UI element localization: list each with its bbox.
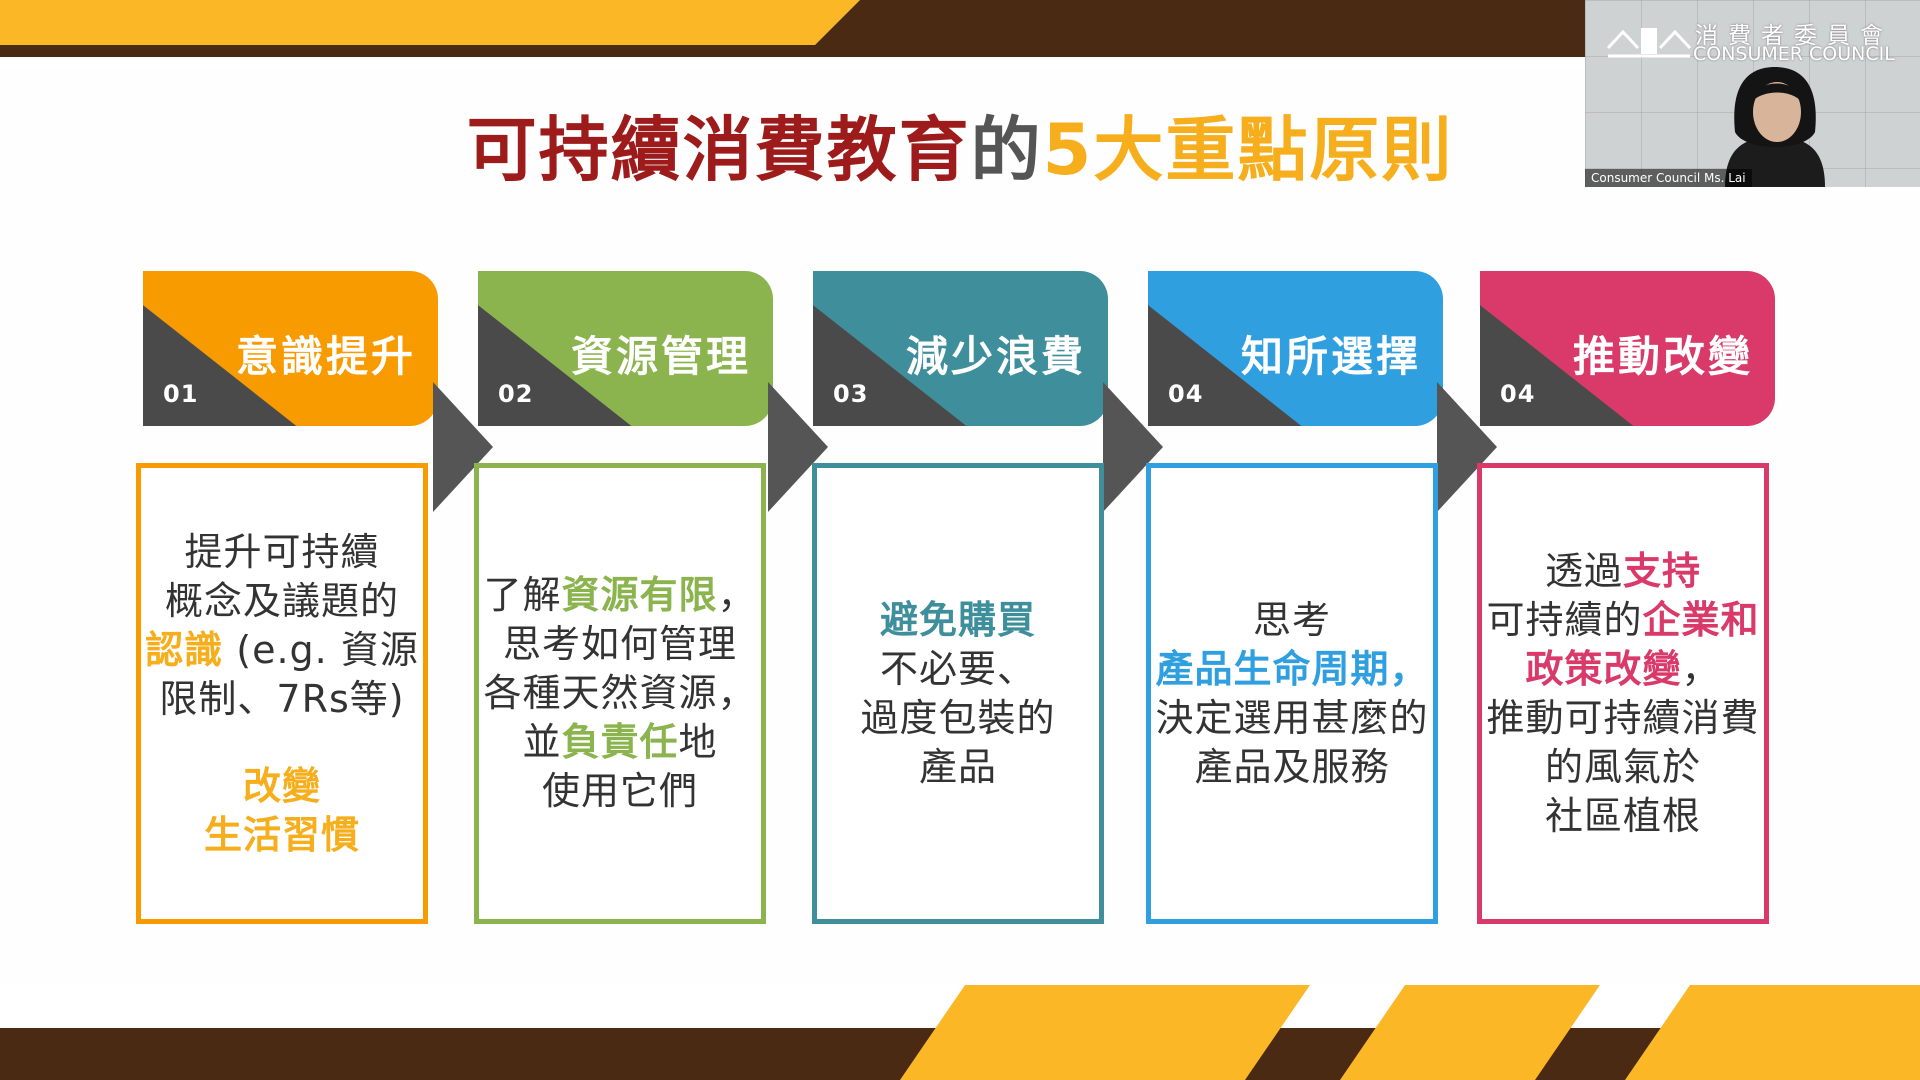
webcam-feed: 消費者委員會 CONSUMER COUNCIL Consumer Council… — [1585, 0, 1920, 187]
step-text-line: 改變 — [243, 762, 321, 811]
step-text-line: 產品 — [919, 743, 997, 792]
step-text-line: 社區植根 — [1545, 792, 1701, 841]
step-text-line: 避免購買 — [880, 596, 1036, 645]
highlight-text: 政策改變 — [1525, 646, 1682, 691]
step-text-line: 產品及服務 — [1194, 743, 1389, 792]
step-text-line: 過度包裝的 — [860, 694, 1055, 743]
step-number-2: 02 — [498, 380, 534, 408]
body-text: (e.g. 資源 — [223, 627, 419, 672]
step-text-line: 提升可持續 — [184, 528, 379, 577]
body-text: 產品 — [918, 744, 997, 789]
step-text-line: 思考如何管理 — [503, 620, 737, 669]
body-text: 思考 — [1252, 597, 1331, 642]
body-text: 決定選用甚麼的 — [1155, 695, 1429, 740]
step-label-4: 知所選擇 — [1240, 332, 1421, 381]
body-text: 透過 — [1544, 548, 1623, 593]
consumer-council-emblem-icon — [1606, 28, 1692, 58]
body-text: 了解 — [483, 573, 562, 617]
webcam-logo-chinese: 消費者委員會 — [1695, 23, 1893, 49]
step-label-3: 減少浪費 — [905, 332, 1086, 381]
step-box-4: 思考產品生命周期，決定選用甚麼的產品及服務 — [1146, 463, 1438, 924]
highlight-text: 改變 — [242, 763, 321, 808]
body-text: 地 — [678, 720, 718, 764]
body-text: 可持續的 — [1486, 597, 1643, 642]
step-text-line: 決定選用甚麼的 — [1155, 694, 1428, 743]
highlight-text: 負責任 — [561, 720, 679, 764]
body-text: 產品及服務 — [1194, 744, 1390, 789]
step-label-5: 推動改變 — [1572, 332, 1753, 381]
body-text: 提升可持續 — [184, 529, 380, 574]
highlight-text: 認識 — [145, 627, 224, 672]
step-text-line: 的風氣於 — [1545, 743, 1701, 792]
step-box-5: 透過支持可持續的企業和政策改變，推動可持續消費的風氣於社區植根 — [1477, 463, 1769, 924]
webcam-logo-english: CONSUMER COUNCIL — [1693, 43, 1895, 65]
step-label-2: 資源管理 — [570, 332, 751, 381]
step-header-3: 減少浪費 03 — [813, 271, 1108, 426]
step-text-line: 限制、7Rs等) — [159, 675, 404, 724]
step-text-line: 推動可持續消費 — [1486, 694, 1759, 743]
highlight-text: 生活習慣 — [203, 812, 360, 857]
step-text-line: 使用它們 — [542, 767, 698, 816]
step-box-3: 避免購買不必要、過度包裝的產品 — [812, 463, 1104, 924]
step-header-4: 知所選擇 04 — [1148, 271, 1443, 426]
step-header-2: 資源管理 02 — [478, 271, 773, 426]
step-text-line: 各種天然資源， — [483, 669, 756, 718]
step-text-line: 產品生命周期， — [1155, 645, 1428, 694]
step-text-line: 概念及議題的 — [165, 577, 399, 626]
step-header-1: 意識提升 01 — [143, 271, 438, 426]
step-box-1: 提升可持續概念及議題的認識 (e.g. 資源限制、7Rs等) 改變生活習慣 — [136, 463, 428, 924]
step-text-line: 並負責任地 — [522, 718, 717, 767]
step-text-line: 政策改變， — [1525, 645, 1720, 694]
body-text: ， — [1681, 646, 1721, 691]
highlight-text: 支持 — [1623, 548, 1702, 593]
step-number-5: 04 — [1500, 380, 1536, 408]
step-text-line: 生活習慣 — [204, 811, 360, 860]
step-number-4: 04 — [1168, 380, 1204, 408]
highlight-text: 企業和 — [1642, 597, 1760, 642]
title-part-highlight: 5大重點原則 — [1042, 109, 1454, 191]
body-text: 概念及議題的 — [164, 578, 399, 623]
title-part-main: 可持續消費教育 — [466, 109, 971, 191]
body-text: 社區植根 — [1544, 793, 1701, 838]
slide-title: 可持續消費教育的5大重點原則 — [0, 105, 1920, 195]
highlight-text: 資源有限 — [561, 573, 718, 617]
body-text: 各種天然資源， — [483, 671, 757, 715]
step-number-1: 01 — [163, 380, 199, 408]
step-text-line: 認識 (e.g. 資源 — [145, 626, 419, 675]
step-text-line: 可持續的企業和 — [1486, 596, 1759, 645]
body-text: ， — [717, 573, 757, 617]
highlight-text: 產品生命周期， — [1155, 646, 1429, 691]
step-box-2: 了解資源有限，思考如何管理各種天然資源，並負責任地使用它們 — [474, 463, 766, 924]
body-text: 推動可持續消費 — [1486, 695, 1760, 740]
body-text: 並 — [522, 720, 562, 764]
step-text-line: 透過支持 — [1545, 547, 1701, 596]
step-text-line: 思考 — [1253, 596, 1331, 645]
step-text-line: 了解資源有限， — [483, 571, 756, 620]
body-text: 的風氣於 — [1544, 744, 1701, 789]
bottom-stripe-decoration — [0, 985, 1920, 1080]
title-part-connector: 的 — [970, 109, 1043, 191]
highlight-text: 避免購買 — [879, 597, 1036, 642]
body-text: 思考如何管理 — [502, 622, 737, 666]
body-text: 不必要、 — [879, 646, 1036, 691]
step-label-1: 意識提升 — [235, 332, 416, 381]
body-text: 過度包裝的 — [860, 695, 1056, 740]
body-text: 限制、7Rs等) — [159, 676, 405, 721]
body-text: 使用它們 — [541, 769, 698, 813]
webcam-caption: Consumer Council Ms. Lai — [1585, 169, 1752, 187]
step-number-3: 03 — [833, 380, 869, 408]
step-header-5: 推動改變 04 — [1480, 271, 1775, 426]
step-text-line: 不必要、 — [880, 645, 1036, 694]
